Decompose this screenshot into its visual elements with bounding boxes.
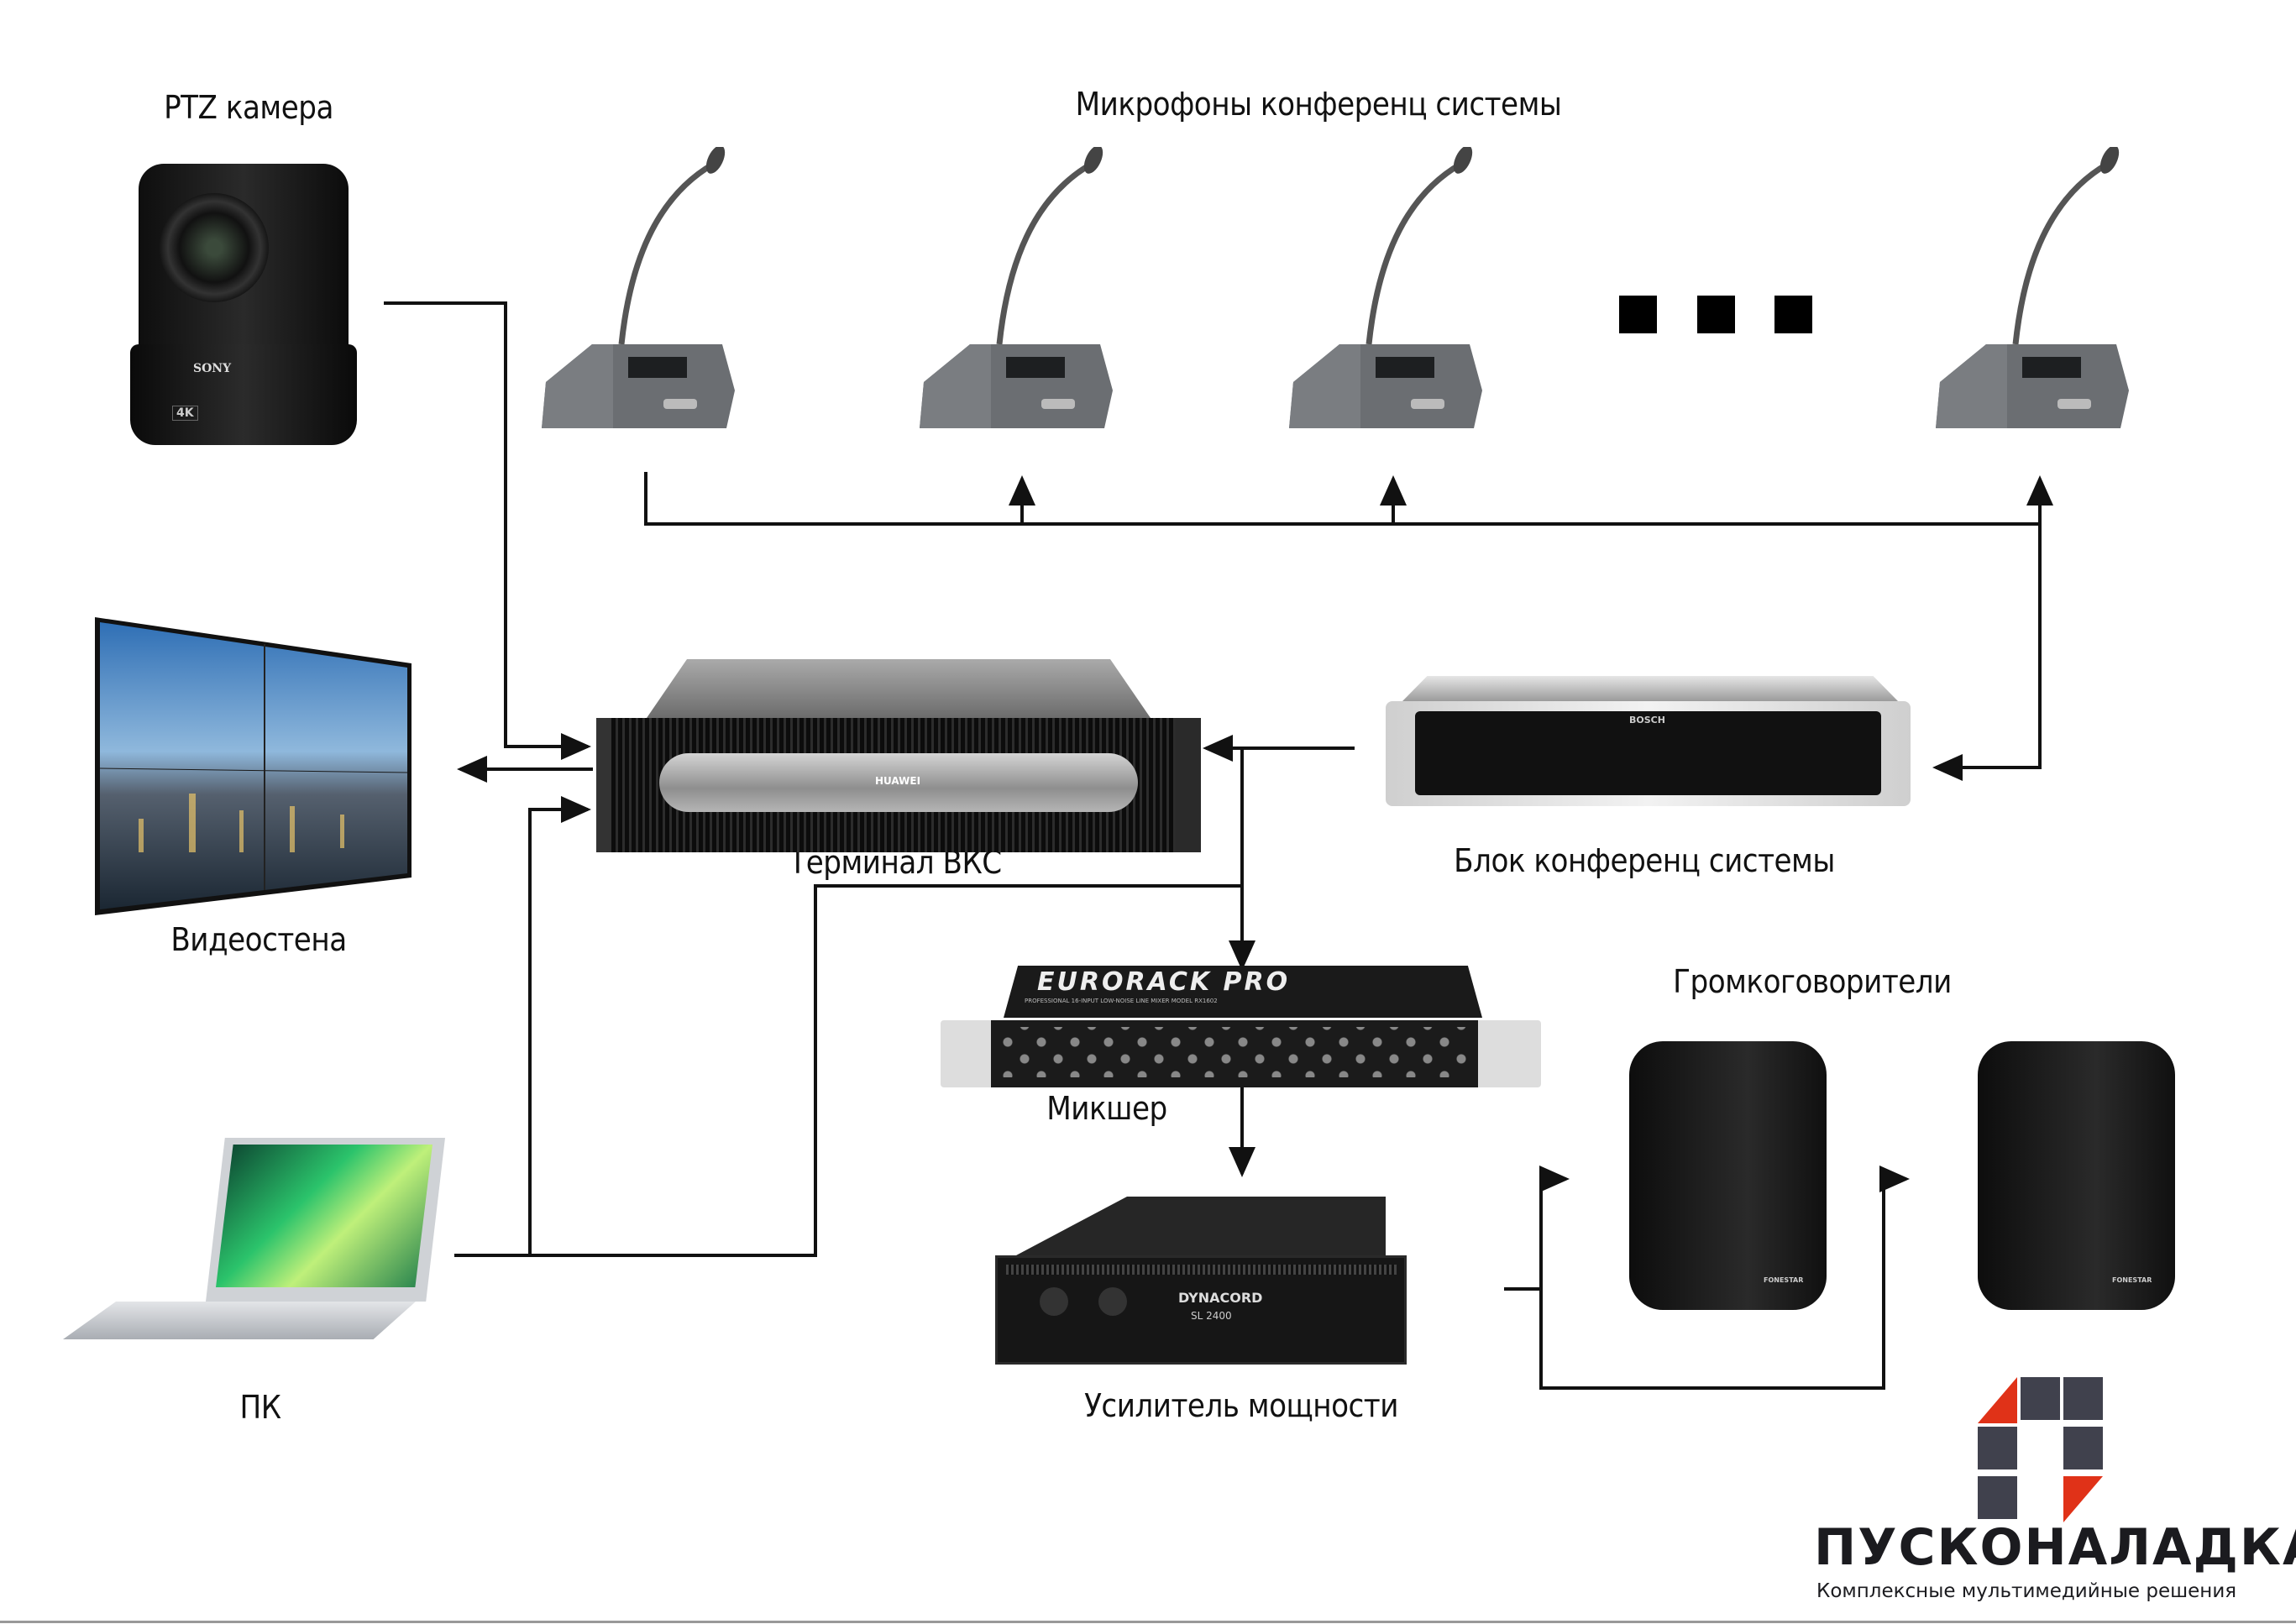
camera-lens-icon [160, 193, 269, 302]
microphones-label: Микрофоны конференц системы [1075, 86, 1562, 123]
laptop-screen [216, 1145, 432, 1287]
pc-laptop[interactable] [63, 1138, 449, 1344]
microphone-icon [1289, 145, 1482, 428]
microphone-icon [920, 145, 1113, 428]
terminal-bezel [659, 753, 1138, 812]
conference-microphone-2[interactable] [915, 145, 1117, 458]
speaker-brand: FONESTAR [2112, 1276, 2152, 1284]
microphone-icon [542, 145, 735, 428]
wire-amp-speaker2 [1539, 1166, 1910, 1390]
camera-base [130, 344, 357, 445]
conference-microphone-4[interactable] [1932, 145, 2133, 458]
conference-unit-label: Блок конференц системы [1454, 842, 1835, 879]
conference-unit[interactable]: BOSCH [1386, 676, 1911, 810]
conference-unit-chassis [1386, 701, 1911, 806]
loudspeaker-2[interactable]: FONESTAR [1978, 1033, 2175, 1310]
speaker-cabinet [1978, 1041, 2175, 1310]
amplifier-vent [1006, 1265, 1397, 1275]
more-microphones-ellipsis [1619, 296, 1812, 333]
conference-unit-front [1415, 711, 1881, 795]
company-logo-icon [1978, 1377, 2108, 1528]
ptz-camera[interactable]: SONY 4K [126, 155, 361, 453]
loudspeaker-1[interactable]: FONESTAR [1629, 1033, 1827, 1310]
wire-amp-speaker1 [1504, 1166, 1570, 1291]
ptz-camera-label: PTZ камера [164, 89, 333, 126]
mixer[interactable]: EURORACK PRO PROFESSIONAL 16-INPUT LOW-N… [941, 966, 1541, 1087]
wire-pc-terminal [454, 796, 591, 1257]
conference-microphone-1[interactable] [537, 145, 739, 458]
amplifier-label: Усилитель мощности [1084, 1387, 1398, 1424]
mixer-top: EURORACK PRO PROFESSIONAL 16-INPUT LOW-N… [1004, 966, 1482, 1018]
amplifier[interactable]: DYNACORD SL 2400 [995, 1197, 1407, 1381]
wire-camera-terminal [384, 301, 591, 760]
video-wall-label: Видеостена [170, 921, 347, 958]
amplifier-brand: DYNACORD [1178, 1290, 1263, 1306]
laptop-base [63, 1302, 416, 1339]
mixer-brand: EURORACK PRO [1037, 967, 1291, 997]
company-name: ПУСКОНАЛАДКА [1814, 1518, 2296, 1577]
amplifier-knob-a [1040, 1287, 1068, 1316]
wire-mic1-bus [644, 472, 2040, 526]
vks-terminal[interactable]: HUAWEI [596, 659, 1201, 861]
amplifier-front: DYNACORD SL 2400 [995, 1255, 1407, 1365]
terminal-top-cover [647, 659, 1151, 718]
video-wall-screen [95, 617, 411, 915]
wire-pc-mixer [530, 884, 1242, 1257]
conference-microphone-3[interactable] [1285, 145, 1486, 458]
mixer-label: Микшер [1046, 1090, 1167, 1127]
speaker-cabinet [1629, 1041, 1827, 1310]
terminal-brand: HUAWEI [875, 775, 921, 787]
speaker-brand: FONESTAR [1764, 1276, 1804, 1284]
amplifier-top [1016, 1197, 1386, 1255]
camera-4k-badge: 4K [172, 406, 198, 421]
mixer-model: PROFESSIONAL 16-INPUT LOW-NOISE LINE MIX… [1025, 998, 1218, 1004]
company-tagline: Комплексные мультимедийные решения [1816, 1580, 2237, 1602]
video-wall[interactable] [88, 617, 416, 915]
conference-unit-top [1402, 676, 1898, 701]
camera-brand: SONY [193, 362, 232, 375]
mixer-knobs [999, 1027, 1470, 1077]
microphone-icon [1936, 145, 2129, 428]
bottom-divider [0, 1621, 2296, 1623]
wire-bus-confunit [1932, 524, 2042, 781]
loudspeakers-label: Громкоговорители [1673, 963, 1952, 1000]
mixer-front-panel [941, 1020, 1541, 1087]
amplifier-model: SL 2400 [1191, 1310, 1232, 1322]
conference-unit-brand: BOSCH [1629, 715, 1665, 726]
amplifier-knob-b [1098, 1287, 1127, 1316]
pc-label: ПК [239, 1389, 282, 1426]
